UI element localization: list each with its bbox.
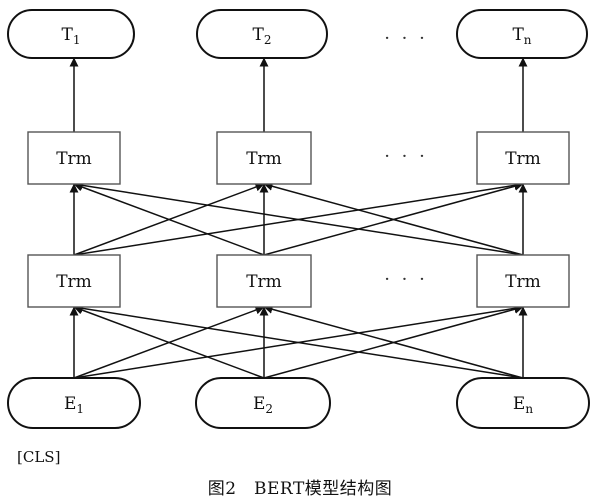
svg-text:En: En	[513, 394, 533, 416]
svg-text:T2: T2	[253, 25, 272, 47]
svg-text:E2: E2	[253, 394, 273, 416]
trm-lower-1: Trm	[27, 254, 121, 308]
input-node-en: En	[456, 377, 590, 429]
trm-to-trm-edge	[73, 180, 524, 256]
svg-text:Trm: Trm	[246, 272, 282, 292]
ellipsis-upper: · · ·	[384, 146, 428, 167]
trm-upper-1: Trm	[27, 131, 121, 185]
input-to-trm-edge	[73, 305, 265, 379]
svg-text:Trm: Trm	[56, 272, 92, 292]
ellipsis-top: · · ·	[384, 28, 428, 49]
trm-to-trm-edge	[73, 182, 265, 256]
output-node-tn: Tn	[456, 9, 588, 59]
svg-text:T1: T1	[62, 25, 81, 47]
cls-label: [CLS]	[17, 448, 61, 466]
svg-text:Trm: Trm	[505, 149, 541, 169]
svg-text:Trm: Trm	[246, 149, 282, 169]
trm-upper-n: Trm	[476, 131, 570, 185]
input-node-e1: E1	[7, 377, 141, 429]
svg-text:E1: E1	[64, 394, 84, 416]
output-node-t2: T2	[196, 9, 328, 59]
input-to-trm-edge	[263, 304, 524, 379]
input-node-e2: E2	[195, 377, 331, 429]
figure-caption: 图2 BERT模型结构图	[207, 479, 393, 499]
svg-text:Tn: Tn	[512, 25, 531, 47]
svg-text:Trm: Trm	[56, 149, 92, 169]
input-to-trm-edge	[73, 303, 524, 379]
svg-text:Trm: Trm	[505, 272, 541, 292]
trm-to-trm-edge	[263, 181, 524, 256]
connection-edges	[69, 57, 528, 379]
trm-upper-2: Trm	[216, 131, 312, 185]
trm-lower-n: Trm	[476, 254, 570, 308]
ellipsis-lower: · · ·	[384, 269, 428, 290]
trm-lower-2: Trm	[216, 254, 312, 308]
output-node-t1: T1	[7, 9, 135, 59]
